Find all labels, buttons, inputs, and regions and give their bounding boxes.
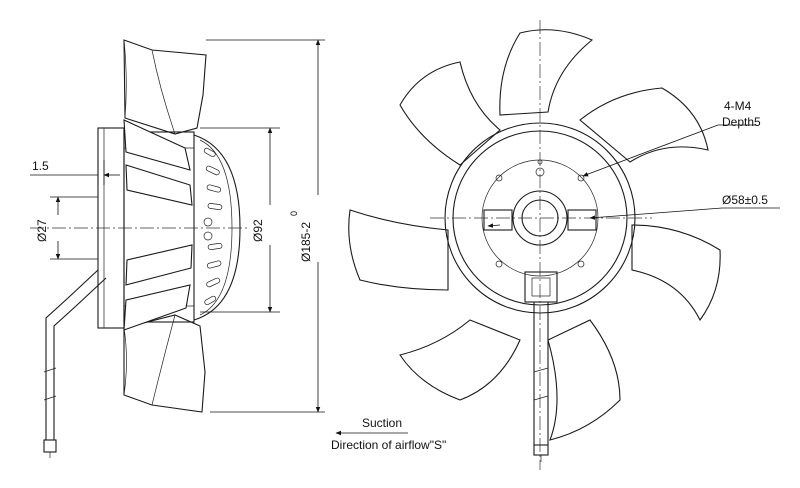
blade-5 [399, 319, 521, 401]
hole-icon [495, 260, 503, 268]
blade-4 [547, 319, 621, 441]
dim-label-185: Ø185-2 [299, 222, 313, 262]
hole-icon [495, 174, 503, 182]
side-blade-bottom [123, 314, 206, 413]
leader-holes: 4-M4 Depth5 [582, 99, 761, 177]
motor-hub [123, 131, 195, 323]
blade-6 [348, 209, 449, 291]
hole-depth-label: Depth5 [722, 115, 761, 129]
hole-spec-label: 4-M4 [724, 99, 752, 113]
side-blade-top [123, 39, 207, 135]
airflow-label: Suction [362, 416, 402, 430]
front-blades [348, 29, 721, 441]
leader-hole-circle: Ø58±0.5 [487, 193, 780, 228]
hole-icon [577, 260, 585, 268]
side-cable [45, 269, 107, 440]
front-cable [533, 302, 549, 445]
window-right [567, 209, 597, 231]
window-left [483, 209, 513, 231]
dim-label-1-5: 1.5 [32, 159, 49, 173]
blade-3 [631, 224, 721, 322]
airflow-caption: Direction of airflow"S" [331, 438, 446, 452]
rotor-dome [193, 134, 241, 321]
front-view: 4-M4 Depth5 Ø58±0.5 [348, 20, 780, 470]
hole-icon [577, 174, 585, 182]
dim-label-92: Ø92 [251, 219, 265, 242]
blade-7 [399, 61, 501, 166]
dim-motor-diameter: Ø92 [200, 127, 280, 313]
blade-2 [579, 87, 709, 163]
dim-label-27: Ø27 [35, 219, 49, 242]
dim-shaft-diameter: Ø27 [35, 196, 98, 260]
side-view: 1.5 Ø27 Ø92 Ø185-2 0 [30, 39, 325, 458]
dim-label-tolerance: 0 [289, 211, 299, 216]
hole-circle-label: Ø58±0.5 [722, 193, 768, 207]
airflow-indicator: Suction Direction of airflow"S" [331, 416, 446, 452]
dim-fan-diameter: Ø185-2 0 [206, 39, 325, 413]
blade-1 [499, 29, 594, 116]
cable-gland [524, 271, 558, 303]
cooling-slots [203, 147, 223, 306]
dim-flange-thickness: 1.5 [30, 159, 120, 185]
